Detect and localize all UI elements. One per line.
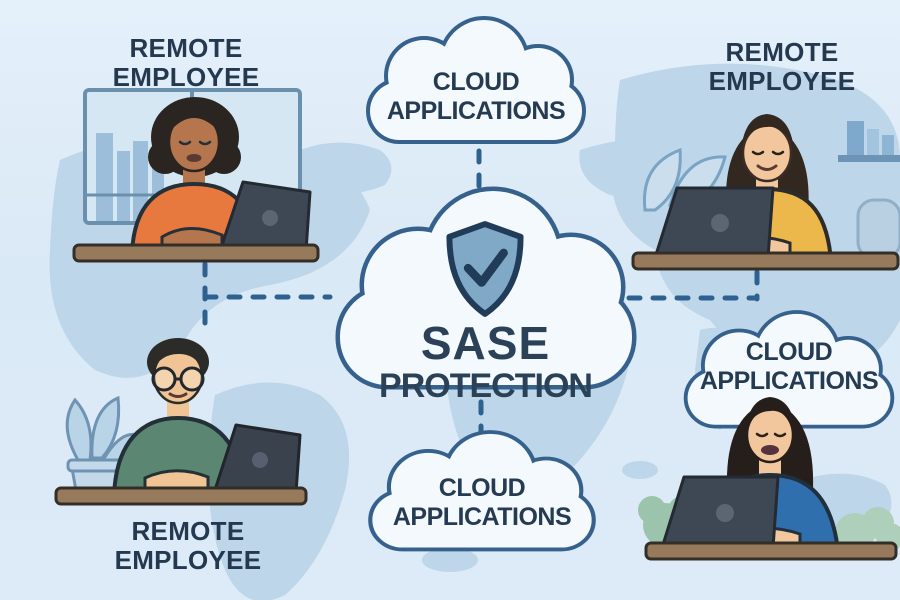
mouth [168, 392, 188, 398]
cloud-applications-top: CLOUD APPLICATIONS [360, 18, 592, 150]
cloud-label: CLOUD APPLICATIONS [678, 338, 900, 396]
cloud-label-line2: APPLICATIONS [392, 503, 572, 531]
cloud-applications-right: CLOUD APPLICATIONS [678, 312, 900, 434]
mouth [761, 445, 779, 455]
laptop-icon [212, 423, 302, 495]
cloud-label-line2: APPLICATIONS [386, 97, 566, 125]
employee-figure-top-right [631, 114, 900, 271]
employee-figure-top-left [72, 88, 320, 263]
label-line2: EMPLOYEE [114, 545, 262, 575]
cloud-label: CLOUD APPLICATIONS [362, 474, 602, 532]
shelf-icon [838, 121, 900, 162]
cloud-label-line1: CLOUD [438, 474, 526, 502]
mouth [186, 154, 202, 162]
label-line2: EMPLOYEE [708, 66, 856, 96]
remote-employee-label-bottom-left: REMOTE EMPLOYEE [88, 517, 288, 575]
desk [631, 251, 900, 271]
label-line1: REMOTE [131, 516, 245, 546]
mouth [756, 164, 778, 171]
desk [72, 243, 320, 263]
cloud-label: CLOUD APPLICATIONS [360, 68, 592, 126]
label-line2: EMPLOYEE [112, 62, 260, 92]
laptop-icon [660, 475, 780, 550]
cloud-label-line1: CLOUD [432, 68, 520, 96]
cloud-label-line1: CLOUD [745, 338, 833, 366]
remote-employee-label-top-left: REMOTE EMPLOYEE [86, 34, 286, 92]
office-chair-icon [856, 198, 900, 260]
sase-title-line1: SASE [420, 317, 551, 369]
sase-protection-title: SASE PROTECTION [328, 319, 643, 405]
label-line1: REMOTE [725, 37, 839, 67]
glasses-icon [151, 366, 205, 392]
cloud-applications-bottom: CLOUD APPLICATIONS [362, 432, 602, 557]
checkmark [463, 248, 508, 287]
employee-figure-bottom-left [54, 338, 308, 506]
label-line1: REMOTE [129, 33, 243, 63]
shield-check-icon [446, 221, 524, 317]
cloud-label-line2: APPLICATIONS [699, 367, 879, 395]
desk [644, 541, 898, 561]
desk [54, 486, 308, 506]
remote-employee-label-top-right: REMOTE EMPLOYEE [682, 38, 882, 96]
employee-figure-bottom-right [638, 397, 900, 561]
laptop-icon [653, 186, 775, 260]
sase-protection-cloud: SASE PROTECTION [328, 185, 643, 415]
sase-title-line2: PROTECTION [379, 367, 593, 405]
